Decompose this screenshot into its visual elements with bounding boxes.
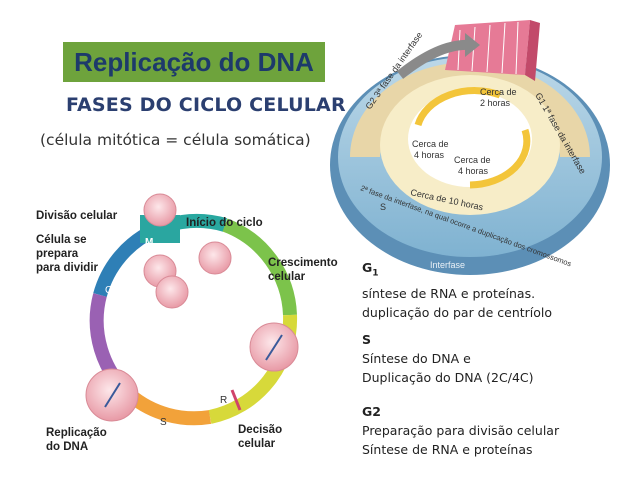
phase-g2-name: G2 — [362, 404, 381, 419]
title-banner: Replicação do DNA — [63, 42, 325, 82]
label-decisao-2: celular — [238, 438, 276, 450]
interfase-label: Interfase — [430, 260, 465, 270]
phase-s-line1: Síntese do DNA e — [362, 351, 471, 366]
phase-g1-line2: duplicação do par de centríolo — [362, 304, 553, 320]
wheel-s: S — [160, 417, 167, 428]
cerca-4b-line1: Cerca de — [454, 155, 491, 165]
wheel-m: M — [145, 237, 153, 248]
chromosome-s — [104, 382, 121, 408]
label-crescimento-1: Crescimento — [268, 257, 338, 269]
ring-g1 — [222, 218, 297, 316]
cell-note: (célula mitótica = célula somática) — [40, 131, 311, 149]
big-arrow — [396, 39, 471, 79]
phase-g2: G2 Preparação para divisão celular Sínte… — [362, 402, 559, 459]
phase-g1-name: G — [362, 260, 373, 275]
phase-s: S Síntese do DNA e Duplicação do DNA (2C… — [362, 330, 534, 387]
label-replicacao-2: do DNA — [46, 441, 89, 453]
cerca-4b-line2: 4 horas — [458, 166, 489, 176]
interphase-diagram: G2 3ª fase da interfase G1 1ª fase da in… — [330, 20, 610, 275]
cell-dividing-b — [155, 275, 189, 309]
phase-g1-sub: 1 — [372, 268, 379, 279]
label-prepara-1: Célula se — [36, 234, 87, 246]
ring-s — [125, 389, 212, 426]
arrow-g2 — [414, 87, 502, 127]
label-prepara-2: prepara — [36, 248, 79, 260]
label-prepara: Célula se prepara para dividir — [36, 233, 98, 275]
m-phase-block — [445, 20, 540, 81]
phase-g1: G1 síntese de RNA e proteínas. duplicaçã… — [362, 258, 552, 322]
cerca-4a-line2: 4 horas — [414, 150, 445, 160]
label-decisao-1: Decisão — [238, 424, 283, 436]
label-prepara-3: para dividir — [36, 262, 98, 274]
label-replicacao: Replicação do DNA — [46, 426, 107, 454]
phase-g2-line1: Preparação para divisão celular — [362, 423, 560, 438]
cell-cycle-wheel: M G2 G1 S R — [85, 193, 299, 428]
cerca-2-line2: 2 horas — [480, 98, 511, 108]
wheel-g2: G2 — [105, 285, 119, 296]
label-divisao: Divisão celular — [36, 210, 118, 222]
phase-s-line2: Duplicação do DNA (2C/4C) — [362, 370, 534, 385]
chromosome-g1 — [265, 334, 283, 361]
restriction-mark — [230, 389, 242, 411]
label-crescimento: Crescimento celular — [268, 256, 338, 284]
g-band — [350, 62, 590, 157]
wheel-r: R — [220, 395, 227, 406]
cell-dividing — [198, 241, 232, 275]
page-subtitle: FASES DO CICLO CELULAR — [66, 94, 346, 116]
cell-top — [143, 193, 177, 227]
wheel-g1: G1 — [245, 282, 259, 293]
label-replicacao-1: Replicação — [46, 427, 107, 439]
phase-g2-line2: Síntese de RNA e proteínas — [362, 442, 533, 457]
cerca-2-line1: Cerca de — [480, 87, 517, 97]
page-title: Replicação do DNA — [74, 46, 314, 77]
label-crescimento-2: celular — [268, 271, 306, 283]
big-arrow-head — [465, 33, 480, 57]
s-label: S — [380, 202, 386, 212]
phase-s-name: S — [362, 332, 372, 347]
label-inicio: Início do ciclo — [186, 217, 263, 229]
inner-core — [408, 91, 532, 187]
cerca-4a-line1: Cerca de — [412, 139, 449, 149]
arrow-g1 — [469, 128, 531, 189]
phase-g1-line1: síntese de RNA e proteínas. — [362, 285, 536, 301]
label-decisao: Decisão celular — [238, 423, 282, 451]
